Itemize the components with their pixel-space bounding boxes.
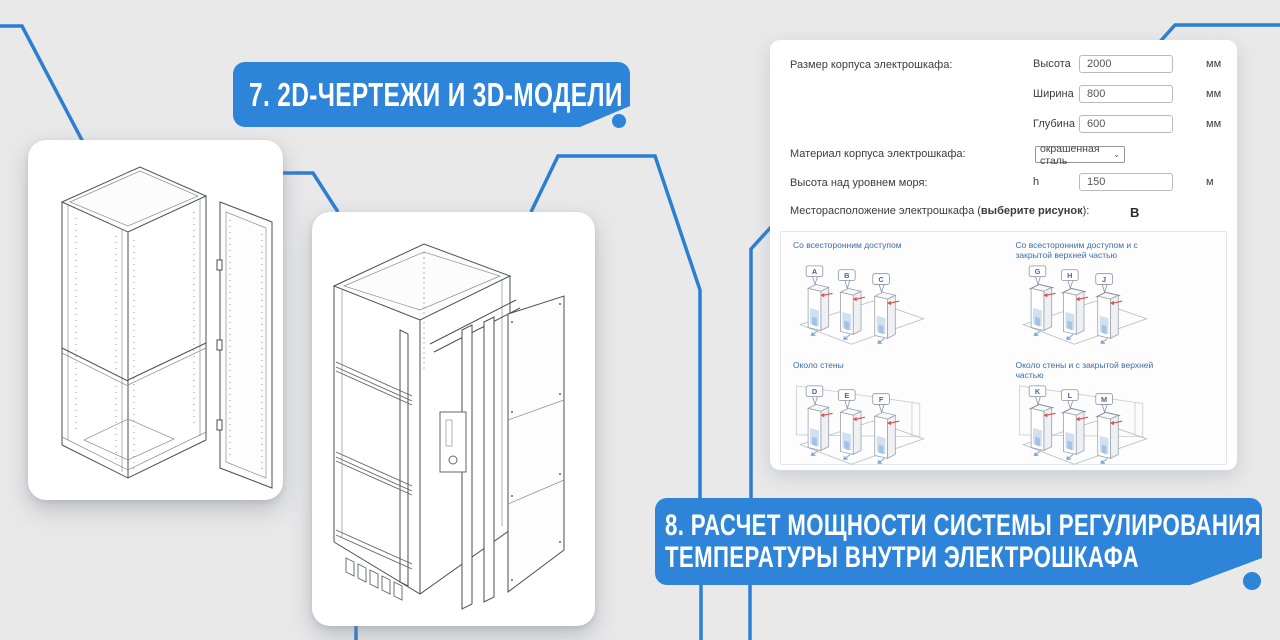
svg-text:M: M <box>1101 395 1107 404</box>
svg-text:H: H <box>1067 271 1072 280</box>
depth-input[interactable] <box>1079 115 1173 133</box>
depth-row: Глубина мм <box>1033 115 1221 133</box>
svg-text:C: C <box>878 275 884 284</box>
banner8-dot <box>1243 572 1261 590</box>
height-label: Высота <box>1033 58 1071 70</box>
altitude-input[interactable] <box>1079 173 1173 191</box>
section-7-banner: 7. 2D-ЧЕРТЕЖИ И 3D-МОДЕЛИ <box>233 62 630 127</box>
figure-caption: Около стены <box>793 360 844 370</box>
svg-text:A: A <box>812 267 818 276</box>
card-3d-model <box>312 212 595 626</box>
placement-figure-image: G H J <box>1021 265 1148 345</box>
svg-text:G: G <box>1034 267 1040 276</box>
width-unit: мм <box>1206 88 1222 100</box>
width-label: Ширина <box>1033 88 1074 100</box>
figure-caption: Со всесторонним доступом и с закрытой ве… <box>1015 240 1138 260</box>
placement-figure-image: A B C <box>799 265 925 345</box>
altitude-symbol: h <box>1033 176 1040 188</box>
cabinet-2d-drawing <box>60 166 273 489</box>
width-row: Ширина мм <box>1033 85 1221 103</box>
height-unit: мм <box>1206 58 1222 70</box>
section-8-title-line1: 8. РАСЧЕТ МОЩНОСТИ СИСТЕМЫ РЕГУЛИРОВАНИЯ <box>665 509 1261 542</box>
altitude-unit: м <box>1206 176 1214 188</box>
card-2d-drawing <box>28 140 283 500</box>
material-value: окрашенная сталь <box>1040 142 1100 167</box>
chevron-down-icon: ⌄ <box>1113 150 1120 159</box>
figure-caption: Со всесторонним доступом <box>793 240 902 250</box>
svg-text:L: L <box>1067 391 1072 400</box>
svg-text:E: E <box>844 391 849 400</box>
banner7-dot <box>612 114 626 128</box>
calc-form-panel: Размер корпуса электрошкафа: Высота мм Ш… <box>770 40 1237 470</box>
svg-text:F: F <box>879 395 884 404</box>
placement-figure-image: D E F <box>795 385 925 465</box>
altitude-row: h м <box>1033 173 1214 191</box>
placement-figures-panel: Со всесторонним доступом A B C <box>780 231 1227 465</box>
location-selected-value: В <box>1130 205 1140 220</box>
svg-text:K: K <box>1034 387 1040 396</box>
placement-figure-image: K L M <box>1018 385 1148 465</box>
section-7-title: 7. 2D-ЧЕРТЕЖИ И 3D-МОДЕЛИ <box>249 76 623 113</box>
svg-text:B: B <box>844 271 849 280</box>
svg-text:J: J <box>1102 275 1106 284</box>
height-row: Высота мм <box>1033 55 1221 73</box>
altitude-label: Высота над уровнем моря: <box>790 177 928 189</box>
material-select[interactable]: окрашенная сталь ⌄ <box>1035 143 1125 167</box>
svg-text:D: D <box>812 387 817 396</box>
height-input[interactable] <box>1079 55 1173 73</box>
figure-option-ghj[interactable]: Со всесторонним доступом и с закрытой ве… <box>1004 234 1227 354</box>
depth-label: Глубина <box>1033 118 1076 130</box>
size-label: Размер корпуса электрошкафа: <box>790 59 953 71</box>
figure-caption: Около стены и с закрытой верхней частью <box>1015 360 1154 380</box>
section-8-title-line2: ТЕМПЕРАТУРЫ ВНУТРИ ЭЛЕКТРОШКАФА <box>665 541 1139 574</box>
figure-option-klm[interactable]: Около стены и с закрытой верхней частью <box>1004 354 1227 474</box>
figure-option-def[interactable]: Около стены D E F <box>781 354 1004 474</box>
depth-unit: мм <box>1206 118 1222 130</box>
material-label: Материал корпуса электрошкафа: <box>790 148 966 160</box>
cabinet-3d-model-drawing <box>332 243 565 610</box>
figure-option-abc[interactable]: Со всесторонним доступом A B C <box>781 234 1004 354</box>
section-8-banner: 8. РАСЧЕТ МОЩНОСТИ СИСТЕМЫ РЕГУЛИРОВАНИЯ… <box>655 498 1262 585</box>
width-input[interactable] <box>1079 85 1173 103</box>
location-label: Месторасположение электрошкафа (выберите… <box>790 205 1090 217</box>
